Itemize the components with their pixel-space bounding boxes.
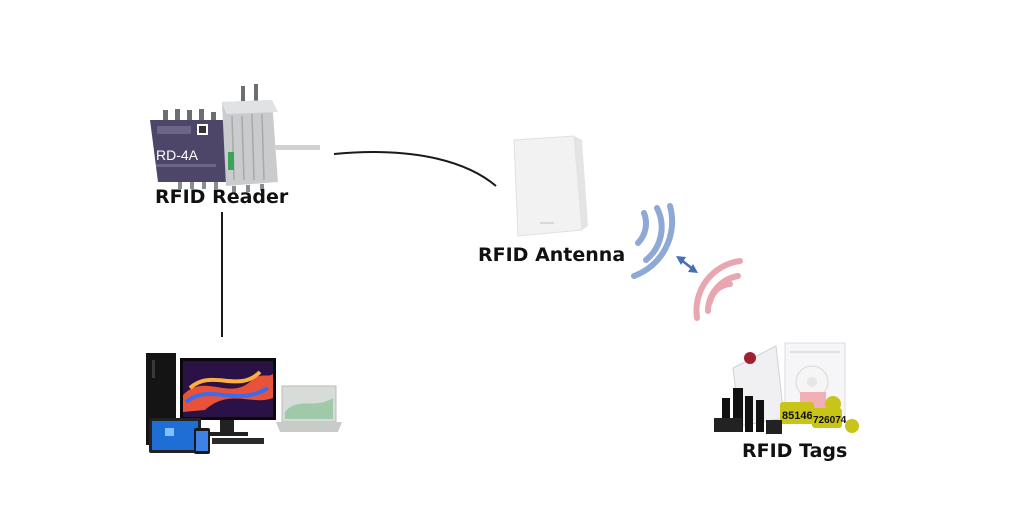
tag-number-2: 726074 [813, 415, 847, 426]
tag-number-1: 851467 [782, 410, 819, 422]
rfid-reader-device: RD-4A [150, 84, 320, 193]
tag-signal-waves [693, 258, 743, 321]
rfid-reader-label: RFID Reader [155, 186, 289, 208]
bidirectional-arrow-icon [676, 256, 698, 273]
rfid-antenna-panel [513, 135, 588, 237]
rfid-tags-label: RFID Tags [742, 440, 848, 462]
reader-model-label: RD-4A [156, 147, 199, 163]
antenna-signal-waves [631, 203, 676, 279]
computer-devices-image [146, 353, 342, 454]
reader-antenna-cable [333, 151, 497, 187]
rfid-antenna-label: RFID Antenna [478, 244, 626, 266]
rfid-tags-image: 851467 726074 [714, 342, 859, 434]
